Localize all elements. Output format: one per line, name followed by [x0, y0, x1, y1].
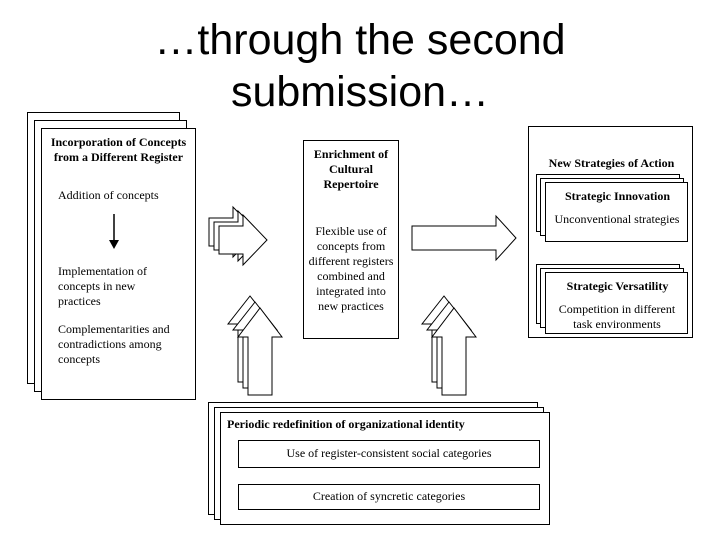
innovation-body: Unconventional strategies	[554, 212, 680, 226]
versatility-box: Strategic Versatility	[545, 272, 688, 334]
bottom-box-heading: Periodic redefinition of organizational …	[227, 417, 465, 431]
center-box: Enrichment of Cultural Repertoire Flexib…	[303, 140, 399, 339]
left-box-heading: Incorporation of Concepts from a Differe…	[50, 135, 187, 164]
left-to-center-arrow	[208, 205, 268, 267]
left-down-arrow	[109, 214, 119, 249]
left-box-item-implementation: Implementation of concepts in new practi…	[58, 264, 147, 308]
bottom-item-1-text: Use of register-consistent social catego…	[286, 446, 492, 460]
innovation-title: Strategic Innovation	[565, 189, 670, 203]
slide-title-line-1: …through the second	[154, 16, 566, 64]
slide-title: …through the second submission…	[0, 14, 720, 118]
versatility-body: Competition in different task environmen…	[558, 302, 676, 331]
left-up-arrow	[226, 295, 284, 396]
bottom-item-2-text: Creation of syncretic categories	[312, 489, 466, 503]
left-box-item-complementarities: Complementarities and contradictions amo…	[58, 322, 170, 366]
left-box-item-addition: Addition of concepts	[58, 188, 159, 202]
bottom-item-register-consistent: Use of register-consistent social catego…	[238, 440, 540, 468]
innovation-box: Strategic Innovation	[545, 182, 688, 242]
slide-title-line-2: submission…	[230, 68, 490, 116]
right-up-arrow	[420, 295, 478, 396]
center-box-body: Flexible use of concepts from different …	[308, 224, 394, 313]
left-box: Incorporation of Concepts from a Differe…	[41, 128, 196, 400]
versatility-title: Strategic Versatility	[566, 279, 669, 293]
bottom-item-syncretic: Creation of syncretic categories	[238, 484, 540, 510]
center-to-right-arrow	[411, 214, 517, 262]
right-box-heading: New Strategies of Action	[548, 156, 675, 170]
center-box-heading: Enrichment of Cultural Repertoire	[313, 147, 389, 191]
